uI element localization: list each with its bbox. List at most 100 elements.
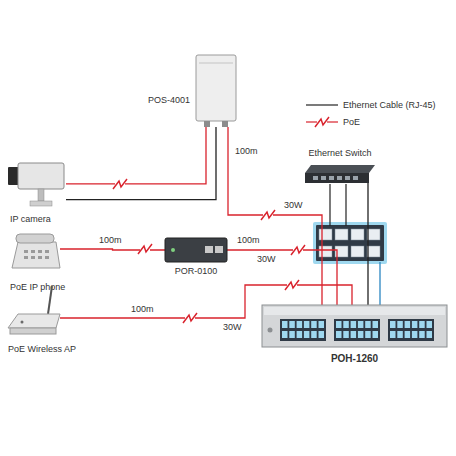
- port: [289, 331, 295, 338]
- outdoor-splitter: POS-4001: [196, 55, 236, 127]
- device-icon: [8, 152, 66, 208]
- ap-led: [21, 321, 24, 324]
- port: [343, 321, 349, 328]
- device-label: Ethernet Switch: [308, 148, 371, 159]
- poe-bolt: [138, 244, 152, 254]
- poe-hub: POH-1260: [262, 305, 447, 347]
- port-block: [334, 319, 380, 341]
- phone-key: [45, 250, 49, 253]
- legend-text: Ethernet Cable (RJ-45): [343, 100, 436, 110]
- legend-text: PoE: [343, 117, 360, 127]
- port: [427, 321, 433, 328]
- poe-bolt: [285, 280, 299, 290]
- port: [373, 331, 379, 338]
- port: [304, 321, 310, 328]
- icon-group: [196, 55, 236, 127]
- phone-handset: [16, 234, 54, 243]
- icon-group: [262, 305, 447, 347]
- port: [367, 246, 380, 257]
- device-label: PoE IP phone: [10, 282, 65, 293]
- phone-device: PoE IP phone: [10, 228, 60, 270]
- icon-group: [8, 163, 64, 206]
- camera-lens: [8, 167, 19, 185]
- port: [336, 331, 342, 338]
- port: [319, 246, 332, 257]
- port-block: [280, 319, 326, 341]
- camera-mount: [38, 189, 44, 201]
- bolt-mark: [138, 244, 152, 254]
- power-label: 30W: [256, 254, 277, 265]
- panel-ports: [319, 229, 380, 257]
- switch-port: [353, 176, 358, 180]
- enclosure: [196, 55, 236, 121]
- enclosure-seam: [199, 63, 233, 64]
- bolt-mark: [261, 210, 275, 220]
- poe-bolt: [261, 210, 275, 220]
- device-label: POS-4001: [148, 95, 190, 106]
- port: [427, 331, 433, 338]
- rack-screw: [268, 328, 273, 333]
- cable-length: 100m: [234, 146, 259, 157]
- switch-front: [305, 173, 369, 183]
- cable-length: 100m: [98, 235, 123, 246]
- port: [289, 321, 295, 328]
- phone-key: [24, 256, 28, 259]
- port: [365, 321, 371, 328]
- device-label: PoE Wireless AP: [8, 344, 76, 355]
- cable-gland: [222, 121, 228, 127]
- bolt-mark: [285, 280, 299, 290]
- port: [365, 331, 371, 338]
- port: [412, 321, 418, 328]
- phone-key: [45, 256, 49, 259]
- port: [351, 229, 364, 240]
- bolt-mark: [291, 245, 305, 255]
- ap-body: [8, 314, 60, 328]
- port: [311, 331, 317, 338]
- switch-top: [305, 165, 375, 173]
- port: [390, 321, 396, 328]
- port: [397, 331, 403, 338]
- port: [412, 331, 418, 338]
- power-label: 30W: [222, 322, 243, 333]
- ap-base: [10, 328, 56, 334]
- port: [358, 321, 364, 328]
- device-icon: [262, 305, 447, 347]
- ethernet-connector: [66, 127, 216, 200]
- phone-base: [12, 242, 60, 268]
- port: [282, 321, 288, 328]
- switch-port: [313, 176, 318, 180]
- bolt-mark: [113, 179, 127, 189]
- icon-group: [12, 234, 60, 268]
- uplink-wire: [379, 262, 380, 305]
- phone-key: [24, 250, 28, 253]
- device-label: IP camera: [10, 214, 51, 225]
- phone-key: [38, 256, 42, 259]
- bolt-mark: [183, 313, 197, 323]
- device-icon: [305, 165, 375, 183]
- device-icon: [165, 238, 227, 262]
- rack-top: [264, 307, 445, 315]
- port: [358, 331, 364, 338]
- cable-gland: [204, 121, 210, 127]
- camera-device: IP camera: [8, 152, 66, 208]
- access-point: PoE Wireless AP: [8, 298, 60, 338]
- panel-face: [316, 225, 384, 261]
- switch-front-panel: [313, 222, 387, 264]
- legend: Ethernet Cable (RJ-45) PoE: [306, 96, 436, 130]
- phone-key: [31, 256, 35, 259]
- port: [351, 321, 357, 328]
- ethernet-connector: [367, 183, 368, 305]
- icon-group: [305, 165, 375, 183]
- device-led: [171, 248, 175, 252]
- device-case: [165, 238, 227, 262]
- device-icon: [196, 55, 236, 127]
- legend-row: Ethernet Cable (RJ-45): [306, 96, 436, 113]
- port: [336, 321, 342, 328]
- port: [351, 331, 357, 338]
- icon-group: [8, 286, 60, 334]
- port: [405, 321, 411, 328]
- phone-key: [31, 250, 35, 253]
- switch-port: [329, 176, 334, 180]
- legend-line: [306, 104, 338, 105]
- ap-antenna: [48, 286, 52, 314]
